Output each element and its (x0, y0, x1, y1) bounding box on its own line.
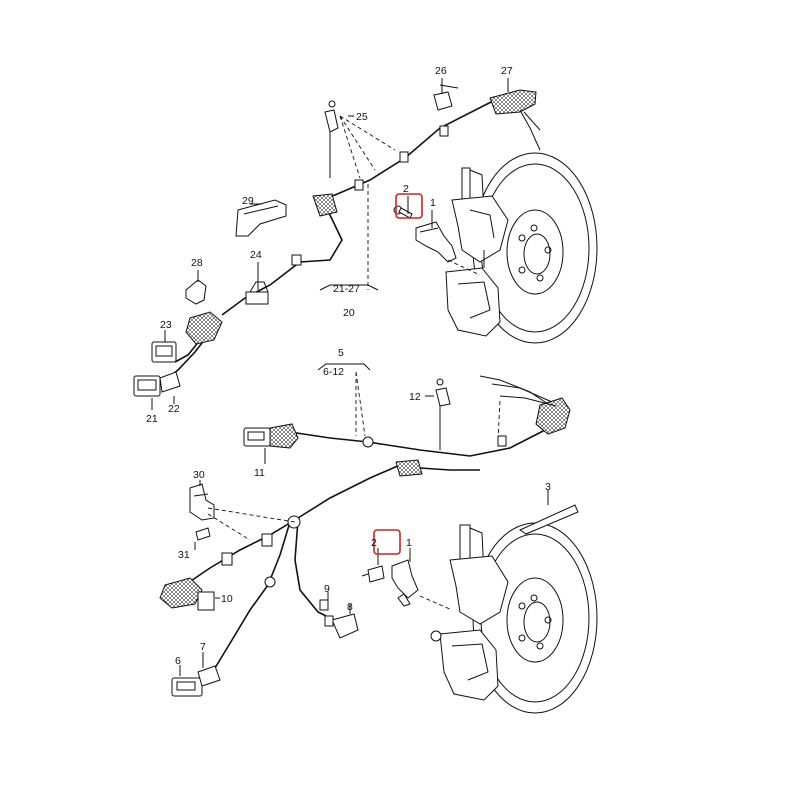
callout-26: 26 (435, 65, 447, 77)
lower-brackets (189, 378, 579, 541)
lower-leaders (179, 363, 549, 676)
upper-leaders (151, 78, 509, 410)
callout-6-12: 6-12 (323, 366, 344, 378)
highlight-box-lower (373, 529, 401, 555)
upper-connectors (133, 341, 181, 397)
callout-2-upper: 2 (403, 183, 409, 195)
callout-24: 24 (250, 249, 262, 261)
lower-harness (159, 375, 571, 697)
callout-3: 3 (545, 481, 551, 493)
callout-9: 9 (324, 583, 330, 595)
callout-21: 21 (146, 413, 158, 425)
callout-10: 10 (221, 593, 233, 605)
callout-2-lower: 2 (371, 537, 377, 549)
callout-31: 31 (178, 549, 190, 561)
callout-5: 5 (338, 347, 344, 359)
callout-8: 8 (347, 601, 353, 613)
upper-abs-sensor (393, 205, 457, 263)
callout-22: 22 (168, 403, 180, 415)
callout-30: 30 (193, 469, 205, 481)
lower-wheel-hub (430, 522, 598, 714)
callout-21-27: 21-27 (333, 283, 360, 295)
callout-1-upper: 1 (430, 197, 436, 209)
highlight-box-upper (395, 193, 423, 219)
callout-6: 6 (175, 655, 181, 667)
callout-1-lower: 1 (406, 537, 412, 549)
upper-harness (167, 89, 541, 379)
callout-28: 28 (191, 257, 203, 269)
callout-7: 7 (200, 641, 206, 653)
callout-25: 25 (356, 111, 368, 123)
callout-20: 20 (343, 307, 355, 319)
upper-wheel-hub (445, 152, 598, 344)
callout-11: 11 (254, 467, 265, 479)
callout-12: 12 (409, 391, 421, 403)
lower-abs-sensor (361, 559, 419, 607)
callout-27: 27 (501, 65, 513, 77)
upper-brackets (185, 84, 459, 305)
callout-23: 23 (160, 319, 172, 331)
callout-29: 29 (242, 195, 254, 207)
